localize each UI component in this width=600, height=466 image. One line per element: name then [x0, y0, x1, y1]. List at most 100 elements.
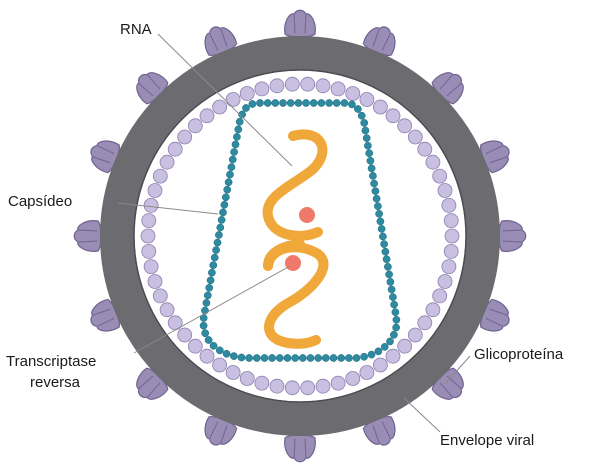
glycoprotein-head-ridge: [138, 375, 161, 398]
capsule-bead: [364, 141, 372, 150]
capsomere-icon: [212, 357, 228, 373]
capsule-bead: [210, 253, 219, 262]
capsule-bead: [226, 170, 234, 179]
capsule-bead: [245, 354, 253, 362]
capsomere-icon: [143, 197, 159, 213]
capsule-bead: [386, 278, 395, 286]
reverse-transcriptase-leader-line: [133, 265, 291, 354]
capsule-bead: [357, 111, 366, 120]
capsule-bead: [271, 99, 280, 107]
capsule-bead: [203, 291, 212, 300]
capsomere-icon: [425, 302, 441, 318]
reverse-transcriptase-dot: [299, 207, 315, 223]
capsule-bead: [366, 156, 375, 165]
capsomere-icon: [225, 92, 241, 107]
glycoprotein-head-ridge: [209, 421, 228, 444]
capsule-bead: [213, 238, 222, 247]
capsomere-icon: [147, 274, 163, 289]
capsomere-icon: [359, 365, 375, 380]
rna-strand: [263, 239, 305, 271]
capsule-bead: [204, 336, 213, 344]
capsule-bead: [221, 193, 230, 202]
capsule-bead: [380, 343, 389, 351]
capsule-bead: [354, 105, 362, 113]
label-capsid: Capsídeo: [8, 193, 72, 210]
capsule-bead: [345, 354, 353, 362]
capsomere-icon: [407, 327, 423, 343]
capsule-bead: [371, 187, 380, 195]
glycoprotein-head: [284, 434, 316, 463]
capsomere-icon: [254, 81, 270, 97]
capsule-bead: [202, 299, 211, 307]
envelope-leader-line: [403, 397, 441, 433]
label-rna: RNA: [120, 21, 152, 38]
capsomere-icon: [199, 348, 215, 364]
capsomere-icon: [385, 108, 401, 124]
glycoprotein-head-ridge: [92, 145, 115, 164]
glycoprotein-head-ridge: [439, 375, 462, 398]
capsule-bead: [209, 341, 218, 350]
capsule-bead: [230, 352, 238, 360]
capsule-bead: [235, 117, 244, 126]
capsomere-icon: [167, 141, 183, 157]
glycoprotein-head-ridge: [485, 308, 508, 327]
label-reverse-transcriptase-2: reversa: [30, 374, 81, 391]
capsomere-icon: [300, 76, 316, 92]
capsule-bead: [234, 125, 243, 134]
capsule-bead: [231, 140, 240, 149]
capsule-bead: [212, 246, 220, 254]
glycoprotein-head-ridge: [293, 438, 307, 459]
capsule-bead: [298, 354, 307, 362]
capsomere-icon: [407, 129, 423, 145]
capsomere-icon: [140, 228, 156, 244]
capsomere-icon: [187, 118, 203, 134]
capsule-bead: [219, 208, 227, 217]
glycoprotein-head: [73, 220, 102, 252]
glycoprotein-head-ridge: [372, 421, 391, 444]
capsomere-icon: [187, 338, 203, 354]
capsomere-icon: [225, 365, 241, 380]
capsule-bead: [208, 268, 216, 277]
capsule-bead: [321, 354, 330, 362]
capsomere-icon: [159, 302, 175, 318]
glycoprotein-head-ridge: [92, 308, 115, 327]
capsule-bead: [369, 172, 377, 180]
envelope-inner-edge: [133, 69, 467, 403]
capsomere-icon: [300, 380, 316, 396]
label-glycoprotein: Glicoproteína: [474, 346, 564, 363]
glycoprotein-head-ridge: [372, 28, 391, 51]
capsomere-icon: [417, 141, 433, 157]
capsule-bead: [370, 179, 378, 188]
capsule-bead: [382, 255, 391, 264]
capsule-bead: [314, 354, 323, 362]
capsomere-icon: [359, 92, 375, 107]
capsule-bead: [386, 337, 394, 346]
capsule-bead: [209, 261, 218, 270]
capsule-bead: [306, 354, 315, 362]
capsomere-icon: [397, 338, 413, 354]
capsule-bead: [332, 99, 341, 107]
glycoprotein-head: [498, 220, 527, 252]
capsomere-icon: [372, 99, 388, 115]
capsomere-icon: [284, 380, 300, 396]
capsule-bead: [242, 104, 250, 112]
capsule-bead: [325, 99, 333, 107]
capsule-bead: [248, 100, 257, 108]
capsomere-icon: [212, 99, 228, 115]
capsule-bead: [380, 240, 388, 248]
capsule-bead: [205, 283, 214, 292]
glycoprotein-head-ridge: [293, 13, 307, 34]
capsomere-icon: [269, 378, 285, 394]
glycoprotein-head-ridge: [77, 229, 98, 243]
capsule-bead: [291, 354, 300, 362]
capsule-bead: [352, 354, 361, 362]
capsomere-icon: [147, 183, 163, 198]
rna-leader-line: [157, 33, 293, 167]
capsomere-icon: [417, 315, 433, 331]
capsomere-icon: [330, 375, 346, 391]
capsule-bead: [381, 247, 390, 256]
capsomere-icon: [315, 378, 331, 394]
capsule-bead: [365, 149, 374, 158]
capsomere-icon: [432, 288, 448, 304]
capsomere-icon: [284, 76, 300, 92]
